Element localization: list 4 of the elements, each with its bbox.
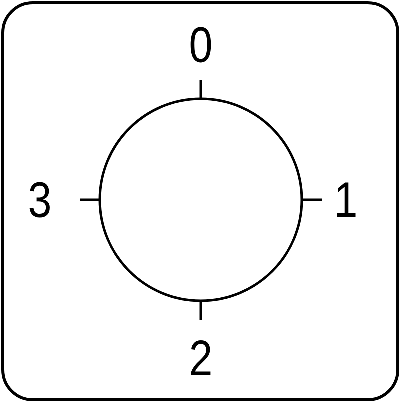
position-number: 3 — [30, 182, 50, 218]
position-number: 2 — [191, 340, 211, 376]
position-number: 1 — [337, 182, 356, 218]
position-number: 0 — [190, 27, 212, 63]
